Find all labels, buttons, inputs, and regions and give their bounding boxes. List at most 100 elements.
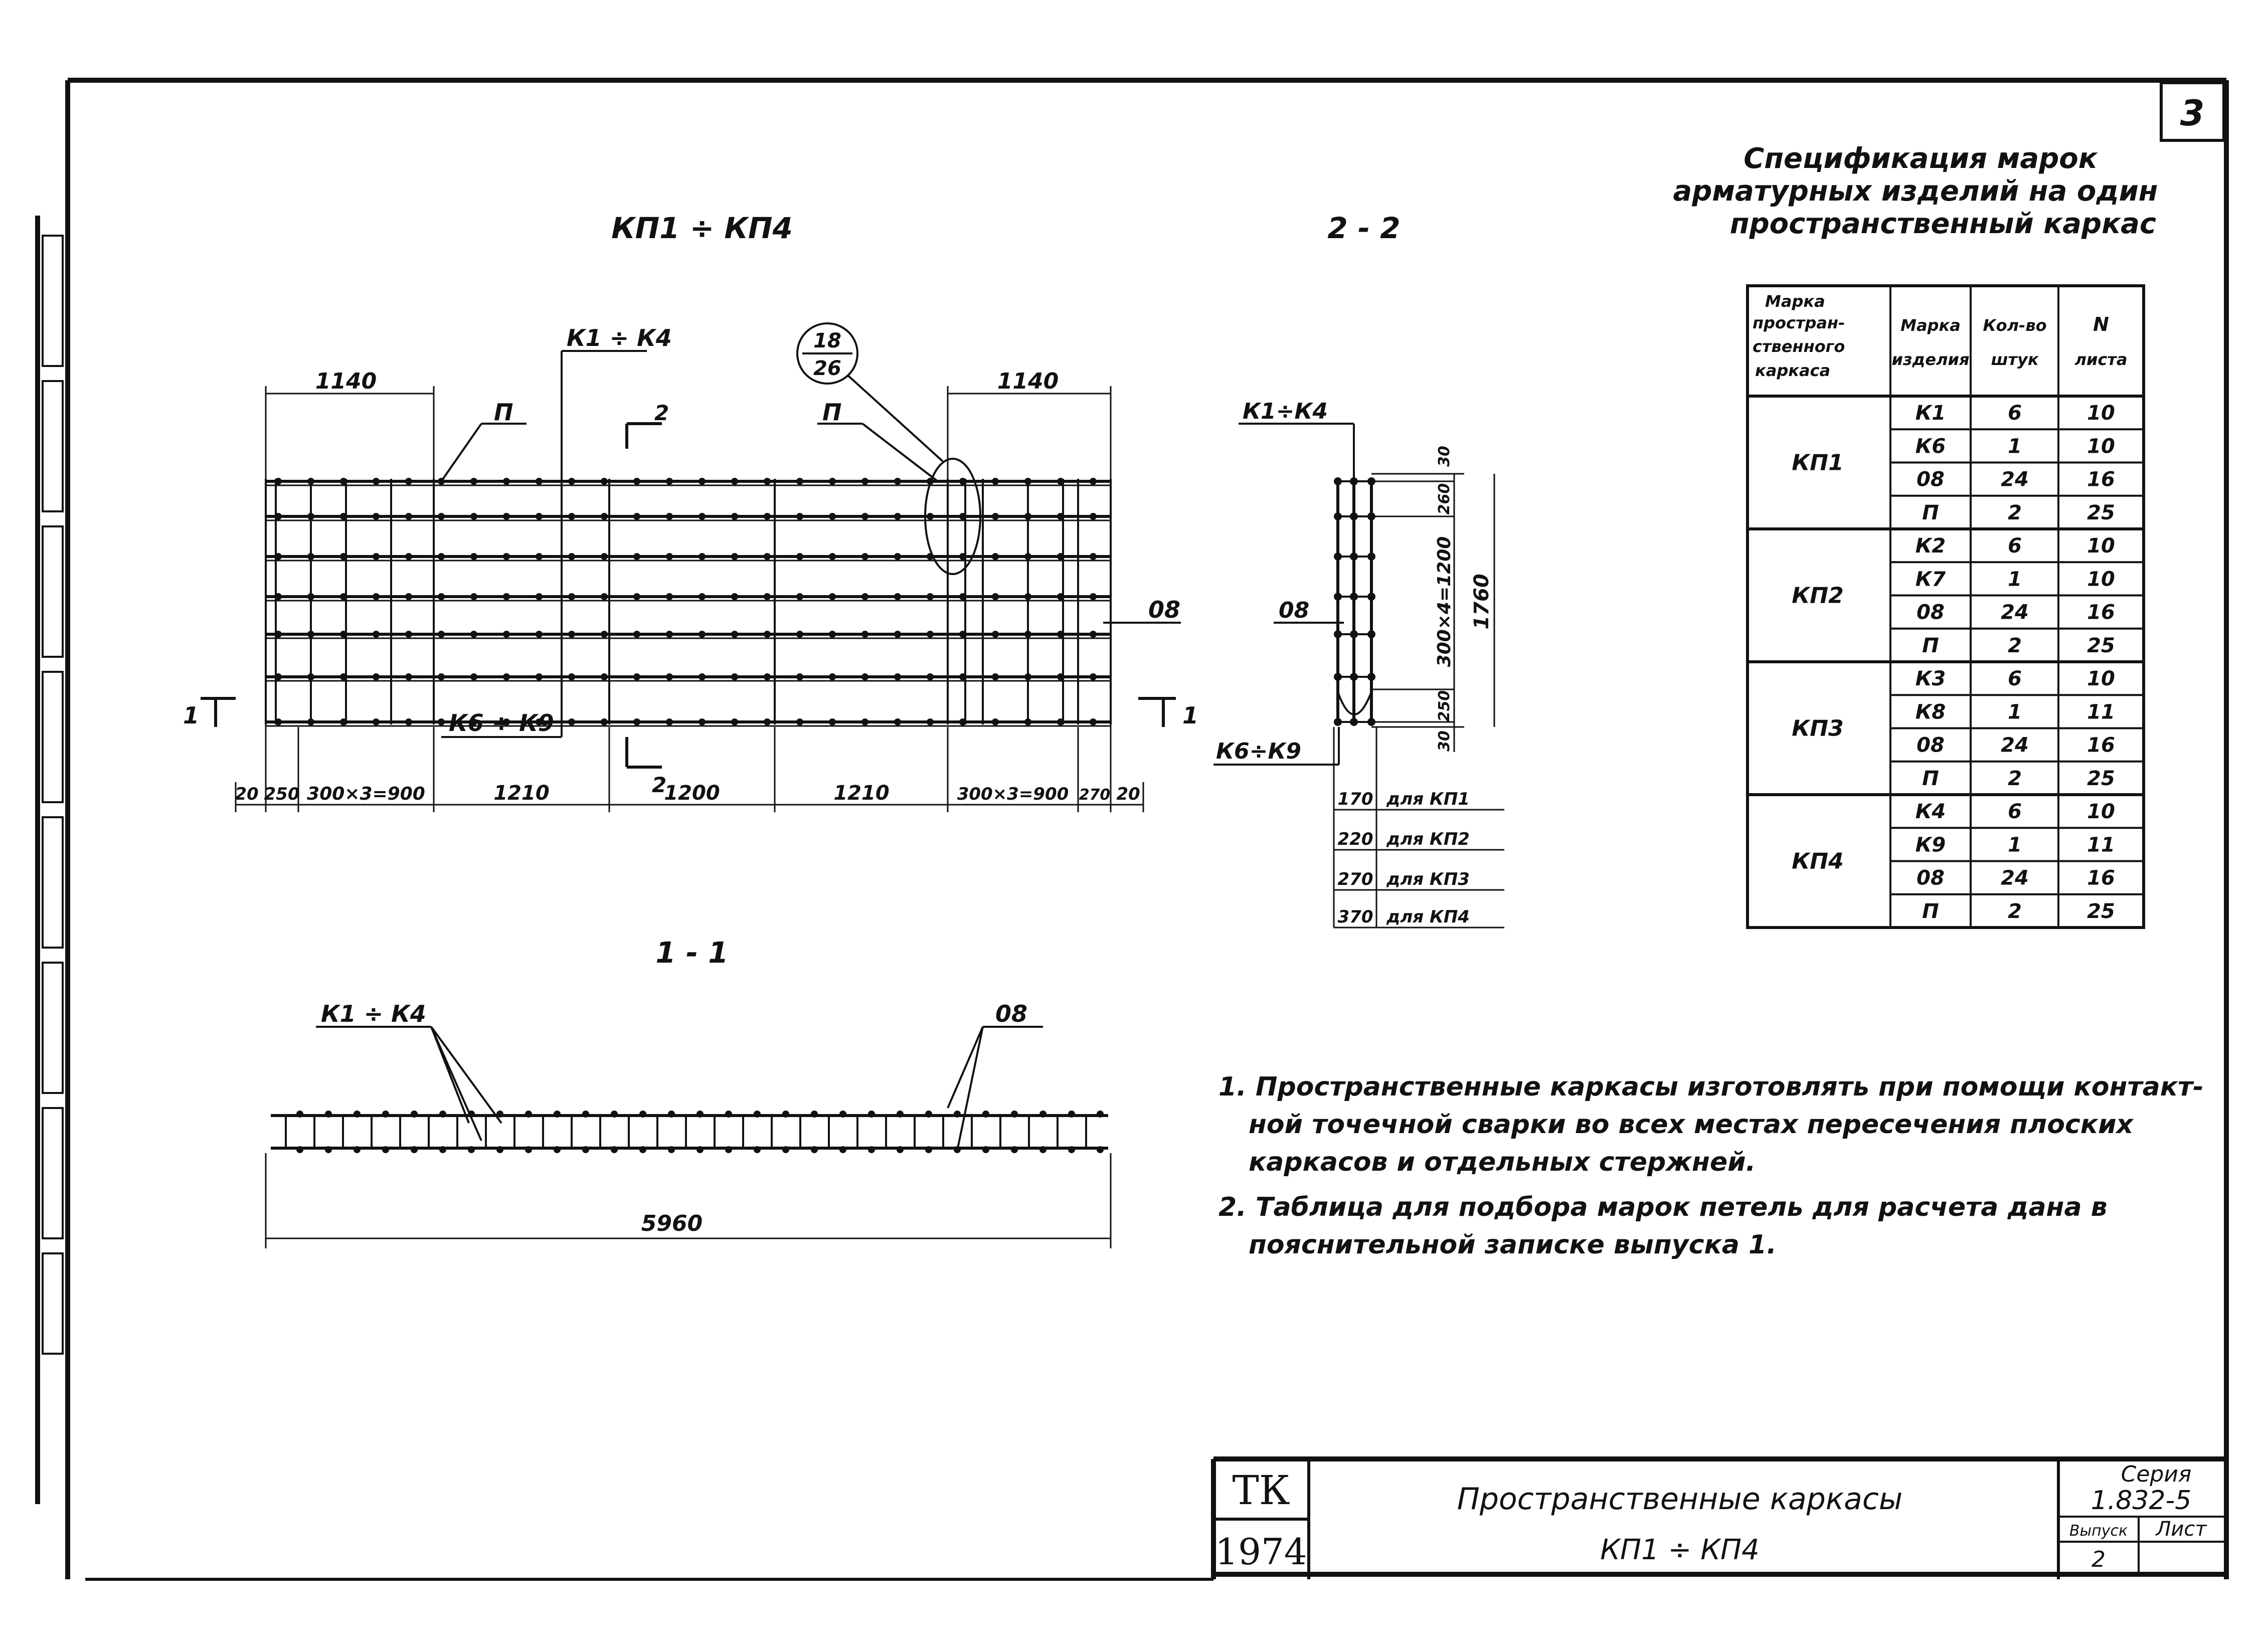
weld-point	[307, 513, 314, 520]
weld-point	[1090, 631, 1097, 638]
weld-point	[275, 478, 282, 485]
sec22-dim-total: 1760	[1470, 574, 1493, 629]
weld-point	[1011, 1111, 1018, 1118]
plan-dim-3: 1210	[493, 782, 549, 805]
sec22-len-0-label: для КП1	[1386, 789, 1470, 809]
weld-point	[1024, 718, 1031, 725]
weld-point	[340, 553, 347, 560]
weld-point	[868, 1146, 875, 1153]
weld-point	[1090, 553, 1097, 560]
weld-point	[373, 593, 380, 600]
weld-point	[405, 553, 412, 560]
weld-point	[307, 631, 314, 638]
weld-point	[796, 478, 803, 485]
section-node	[1367, 673, 1375, 681]
weld-point	[699, 513, 706, 520]
weld-point	[325, 1146, 332, 1153]
weld-point	[503, 593, 510, 600]
weld-point	[536, 478, 543, 485]
weld-point	[536, 718, 543, 725]
spec-cell: 16	[2087, 468, 2115, 491]
weld-point	[782, 1111, 789, 1118]
weld-point	[925, 1146, 932, 1153]
weld-point	[829, 553, 836, 560]
spec-cell: 1	[2008, 833, 2022, 856]
weld-point	[839, 1146, 846, 1153]
weld-point	[536, 513, 543, 520]
weld-point	[438, 553, 445, 560]
weld-point	[611, 1146, 618, 1153]
loop-bar	[1337, 691, 1372, 715]
plan-dimension-chain: 20 250 300×3=900 1210 1200 1210 300×3=90…	[235, 727, 1144, 812]
weld-point	[405, 478, 412, 485]
weld-point	[536, 553, 543, 560]
weld-point	[601, 553, 608, 560]
sec22-dim-3: 250	[1436, 690, 1453, 722]
weld-point	[992, 553, 999, 560]
weld-point	[503, 631, 510, 638]
spec-cell: П	[1922, 634, 1939, 657]
weld-point	[1024, 593, 1031, 600]
spec-cell: 08	[1916, 601, 1945, 624]
weld-point	[1057, 718, 1064, 725]
weld-point	[954, 1146, 961, 1153]
weld-point	[405, 513, 412, 520]
spec-header: Марка простран- ственного каркаса Марка …	[1753, 292, 2127, 380]
spec-header-item-2: изделия	[1892, 350, 1970, 369]
section-node	[1350, 512, 1358, 520]
weld-point	[927, 631, 934, 638]
section-node	[1350, 718, 1358, 726]
weld-point	[829, 718, 836, 725]
sec22-dim-1: 260	[1436, 483, 1453, 515]
section-node	[1334, 477, 1342, 485]
section-2-2: К1÷К4 08 К6÷К9 30 260 300×4=1200 250 30 …	[1213, 399, 1504, 929]
weld-point	[503, 513, 510, 520]
title-line-1: Пространственные каркасы	[1457, 1482, 1902, 1517]
spec-cell: П	[1922, 767, 1939, 790]
sec22-label-08: 08	[1279, 598, 1309, 623]
weld-point	[666, 593, 673, 600]
weld-point	[764, 478, 771, 485]
weld-point	[699, 553, 706, 560]
weld-point	[1057, 593, 1064, 600]
section-node	[1367, 718, 1375, 726]
weld-point	[699, 593, 706, 600]
weld-point	[959, 631, 966, 638]
sec22-len-2-label: для КП3	[1386, 869, 1470, 889]
spec-cell: 08	[1916, 468, 1945, 491]
dim-top-left: 1140	[315, 369, 377, 394]
section-node	[1350, 477, 1358, 485]
spec-cell: 24	[2001, 468, 2029, 491]
spec-cell: 10	[2087, 435, 2115, 458]
weld-point	[1024, 553, 1031, 560]
weld-point	[731, 553, 738, 560]
weld-point	[731, 593, 738, 600]
sec22-dim-0: 30	[1436, 446, 1453, 467]
spec-cell: П	[1922, 501, 1939, 524]
weld-point	[405, 593, 412, 600]
weld-point	[307, 478, 314, 485]
spec-header-frame-3: ственного	[1753, 337, 1845, 356]
label-k6-k9: К6 ÷ К9	[449, 709, 554, 737]
weld-point	[503, 673, 510, 680]
weld-point	[1090, 718, 1097, 725]
weld-point	[633, 631, 640, 638]
label-08-plan: 08	[1148, 596, 1180, 623]
weld-point	[811, 1111, 818, 1118]
weld-point	[568, 673, 575, 680]
weld-point	[1024, 478, 1031, 485]
sec22-len-2-value: 270	[1338, 869, 1373, 889]
weld-point	[536, 593, 543, 600]
weld-point	[894, 593, 901, 600]
weld-point	[633, 553, 640, 560]
weld-point	[796, 718, 803, 725]
weld-point	[373, 631, 380, 638]
weld-point	[536, 673, 543, 680]
weld-point	[754, 1111, 761, 1118]
weld-point	[894, 513, 901, 520]
sec11-label-k1-k4: К1 ÷ К4	[321, 1000, 426, 1027]
cut-1-right: 1	[1182, 702, 1198, 729]
margin-stamp-strip	[35, 216, 64, 1504]
weld-point	[468, 1111, 475, 1118]
